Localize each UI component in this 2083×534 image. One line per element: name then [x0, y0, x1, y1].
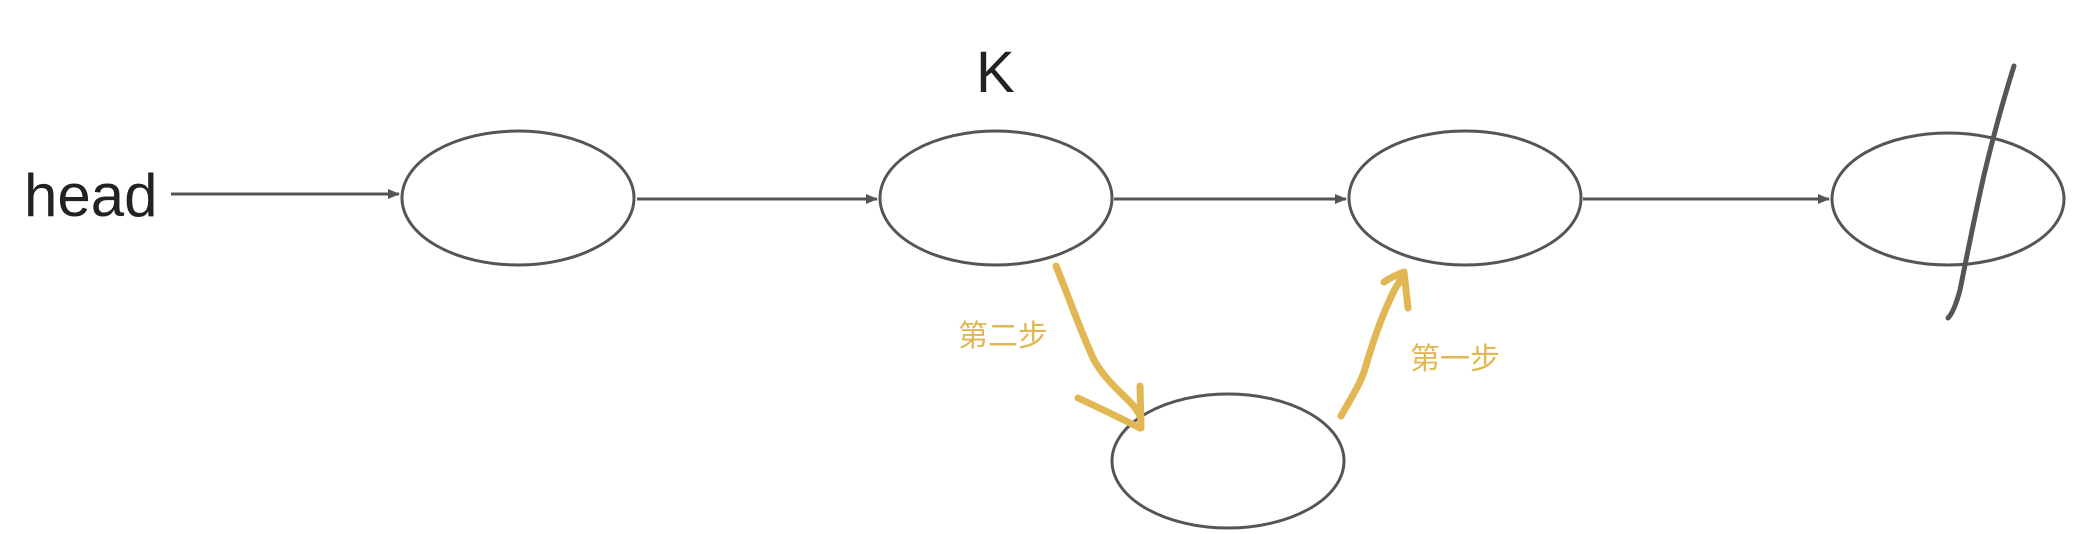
node-3 [1347, 129, 1583, 267]
node-k [878, 129, 1114, 267]
step-one-arrow [1337, 268, 1408, 420]
step-one-label: 第一步 [1410, 342, 1500, 377]
step-two-label: 第二步 [958, 319, 1048, 354]
node-new [1110, 392, 1346, 530]
step-two-arrowhead [1074, 382, 1145, 432]
k-label: K [976, 40, 1015, 105]
node-null [1830, 131, 2066, 267]
step-one-arrowhead [1380, 268, 1412, 312]
null-slash-mark [1945, 63, 2017, 321]
head-label: head [24, 162, 157, 229]
node-1 [400, 129, 636, 267]
step-two-arrow [1052, 262, 1144, 420]
